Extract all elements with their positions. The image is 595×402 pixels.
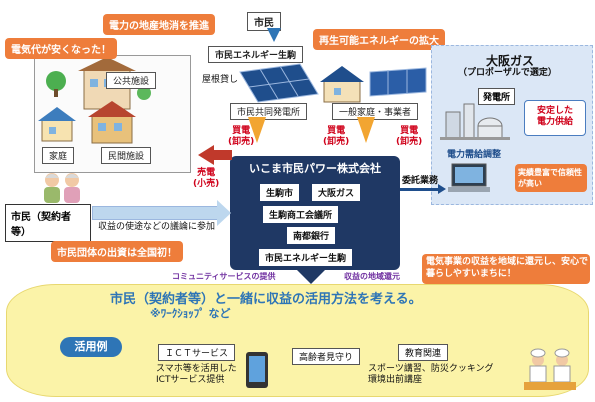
solar-panels-illustration xyxy=(239,63,427,103)
arrow-down-households xyxy=(357,117,375,143)
sponsor-citizen-energy: 市民エネルギー生駒 xyxy=(258,248,354,267)
home-illustration xyxy=(41,118,73,142)
computer-illustration xyxy=(448,163,490,192)
households-label: 一般家庭・事業者 xyxy=(332,103,419,120)
sponsor-osaka-gas: 大阪ガス xyxy=(311,183,362,202)
arrow-citizens xyxy=(92,206,218,220)
callout-first-nationwide: 市民団体の出資は全国初！ xyxy=(51,241,183,262)
citizens-contract-label: 市民（契約者等） xyxy=(5,204,91,242)
bottom-workshop-text: ※ﾜｰｸｼｮｯﾌﾟ など xyxy=(150,307,231,320)
private-facility-illustration xyxy=(91,114,133,144)
ict-service-title: ＩＣＴサービス xyxy=(158,344,236,361)
track-record-callout xyxy=(515,164,587,192)
plant-label: 発電所 xyxy=(478,88,516,105)
stable-supply-text: 安定した 電力供給 xyxy=(536,106,573,127)
buy-wholesale-2: 買電 (卸売) xyxy=(323,126,350,147)
community-service-label: コミュニティサービスの提供 xyxy=(172,272,276,281)
buy-wholesale-1: 買電 (卸売) xyxy=(228,126,255,147)
return-revenue-label: 収益の地域還元 xyxy=(344,272,400,281)
callout-return-bubble xyxy=(422,254,590,284)
private-facility-label: 民間施設 xyxy=(101,147,152,164)
education-title: 教育関連 xyxy=(398,344,449,361)
sponsor-nanto-bank: 南都銀行 xyxy=(286,226,337,245)
callout-local-production: 電力の地産地消を推進 xyxy=(103,14,215,35)
track-record-text: 実績豊富で信頼性が高い xyxy=(518,168,582,188)
examples-label: 活用例 xyxy=(60,337,122,357)
home-label: 家庭 xyxy=(42,147,75,164)
elderly-watch-title: 高齢者見守り xyxy=(292,348,361,365)
sponsor-chamber: 生駒商工会議所 xyxy=(262,205,340,224)
balancing-label: 電力需給調整 xyxy=(447,150,502,160)
arrow-consign xyxy=(398,188,440,191)
cooking-illustration xyxy=(524,348,576,390)
discussion-label: 収益の使途などの議論に参加 xyxy=(98,222,216,232)
callout-cheaper-bills: 電気代が安くなった！ xyxy=(5,38,117,59)
arrow-consign-head xyxy=(438,184,446,194)
sell-retail: 売電 (小売) xyxy=(193,168,220,189)
shared-plant-label: 市民共同発電所 xyxy=(230,103,308,120)
smartphone-illustration xyxy=(246,352,268,388)
bottom-main-text: 市民（契約者等）と一緒に収益の活用方法を考える。 xyxy=(110,292,422,307)
consign-label: 委託業務 xyxy=(402,176,439,186)
arrow-down-company xyxy=(297,270,325,284)
ict-service-text: スマホ等を活用した ICTサービス提供 xyxy=(156,364,237,385)
roof-rental-label: 屋根貸し xyxy=(202,75,239,85)
power-plant-illustration xyxy=(440,103,510,140)
sponsor-ikoma-city: 生駒市 xyxy=(259,183,301,202)
osaka-gas-sub: （プロポーザルで選定） xyxy=(458,68,557,78)
callout-return-text: 電気事業の収益を地域に還元し、安心で暮らしやすいまちに！ xyxy=(426,257,589,279)
stable-supply-bubble xyxy=(524,100,586,136)
arrow-sell xyxy=(198,145,214,165)
buy-wholesale-3: 買電 (卸売) xyxy=(396,126,423,147)
citizen-label: 市民 xyxy=(247,12,281,31)
arrow-down-citizen xyxy=(267,28,281,42)
osaka-gas-name: 大阪ガス xyxy=(486,54,535,68)
company-name: いこま市民パワー株式会社 xyxy=(249,162,381,175)
education-text: スポーツ講習、防災クッキング 環境出前講座 xyxy=(368,364,494,385)
citizens-illustration xyxy=(44,173,80,203)
citizen-energy-label: 市民エネルギー生駒 xyxy=(208,46,304,63)
arrow-down-shared xyxy=(248,117,266,143)
arrow-citizens-head xyxy=(217,200,231,226)
arrow-sell-shaft xyxy=(212,150,232,160)
callout-renewable: 再生可能エネルギーの拡大 xyxy=(313,29,445,50)
public-facility-label: 公共施設 xyxy=(106,72,157,89)
